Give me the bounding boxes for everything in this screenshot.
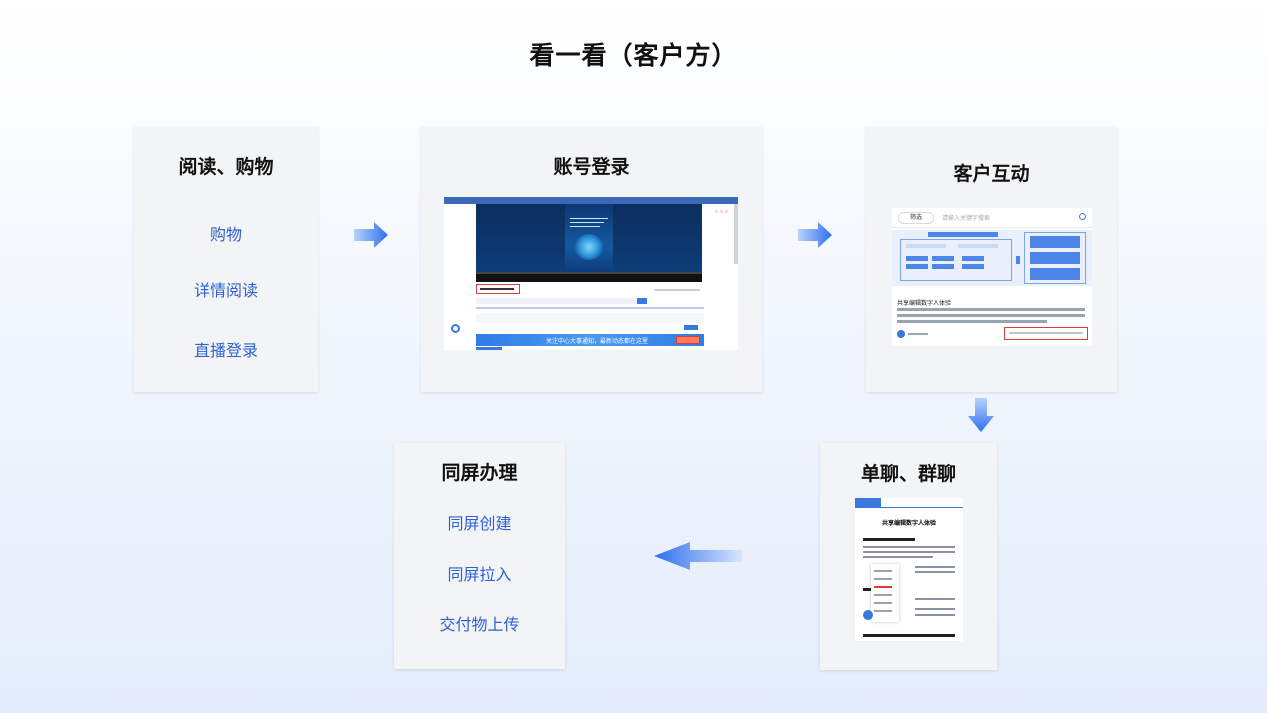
chat-tab[interactable] <box>855 498 963 508</box>
context-menu[interactable] <box>871 564 899 622</box>
video-controls[interactable] <box>476 274 702 282</box>
chat-card: 单聊、群聊 共享编辑数字人体验 <box>820 443 997 670</box>
screen-pull-in-link[interactable]: 同屏拉入 <box>447 565 512 584</box>
banner-text: 关注中心大事通知，最新动态都在这里 <box>546 339 649 345</box>
chat-screenshot: 共享编辑数字人体验 <box>855 498 963 641</box>
video-player[interactable] <box>476 204 702 282</box>
arrow-down-icon <box>968 398 994 432</box>
read-shop-card: 阅读、购物 购物 详情阅读 直播登录 <box>134 127 318 392</box>
login-card: 账号登录 关注中心大事通知，最新动态都在这里 <box>421 127 762 392</box>
shopping-link[interactable]: 购物 <box>209 225 242 244</box>
card-title: 单聊、群聊 <box>860 463 956 485</box>
card-title: 同屏办理 <box>441 462 518 484</box>
chat-avatar-icon <box>863 610 873 620</box>
card-title: 阅读、购物 <box>178 156 274 178</box>
post-image <box>892 230 1092 286</box>
deliverable-upload-link[interactable]: 交付物上传 <box>439 615 520 634</box>
live-login-link[interactable]: 直播登录 <box>193 341 258 360</box>
search-input[interactable]: 请输入关键字搜索 <box>942 216 991 222</box>
screen-share-card: 同屏办理 同屏创建 同屏拉入 交付物上传 <box>394 443 565 669</box>
card-title: 客户互动 <box>953 163 1030 185</box>
arrow-left-icon <box>654 542 742 570</box>
detail-reading-link[interactable]: 详情阅读 <box>193 281 258 300</box>
login-screenshot: 关注中心大事通知，最新动态都在这里 <box>444 197 738 350</box>
notice-banner[interactable]: 关注中心大事通知，最新动态都在这里 <box>476 334 704 346</box>
post-title[interactable]: 共享编辑数字人体验 <box>897 301 952 307</box>
interaction-card: 客户互动 筛选 请输入关键字搜索 共享编辑数字人体验 <box>866 127 1117 392</box>
author-avatar-icon <box>897 330 905 338</box>
doc-title: 共享编辑数字人体验 <box>881 521 936 527</box>
avatar-icon <box>451 324 460 333</box>
action-icons[interactable] <box>1004 327 1088 340</box>
card-title: 账号登录 <box>553 156 630 178</box>
arrow-right-icon <box>798 222 832 248</box>
search-bar[interactable]: 筛选 请输入关键字搜索 <box>892 208 1092 228</box>
screen-create-link[interactable]: 同屏创建 <box>447 514 512 533</box>
interaction-screenshot: 筛选 请输入关键字搜索 共享编辑数字人体验 <box>892 208 1092 346</box>
arrow-right-icon <box>354 222 388 248</box>
search-icon[interactable] <box>1079 213 1086 220</box>
filter-dropdown[interactable]: 筛选 <box>898 212 934 224</box>
brain-icon <box>574 234 604 260</box>
page-title: 看一看（客户方） <box>529 41 738 70</box>
